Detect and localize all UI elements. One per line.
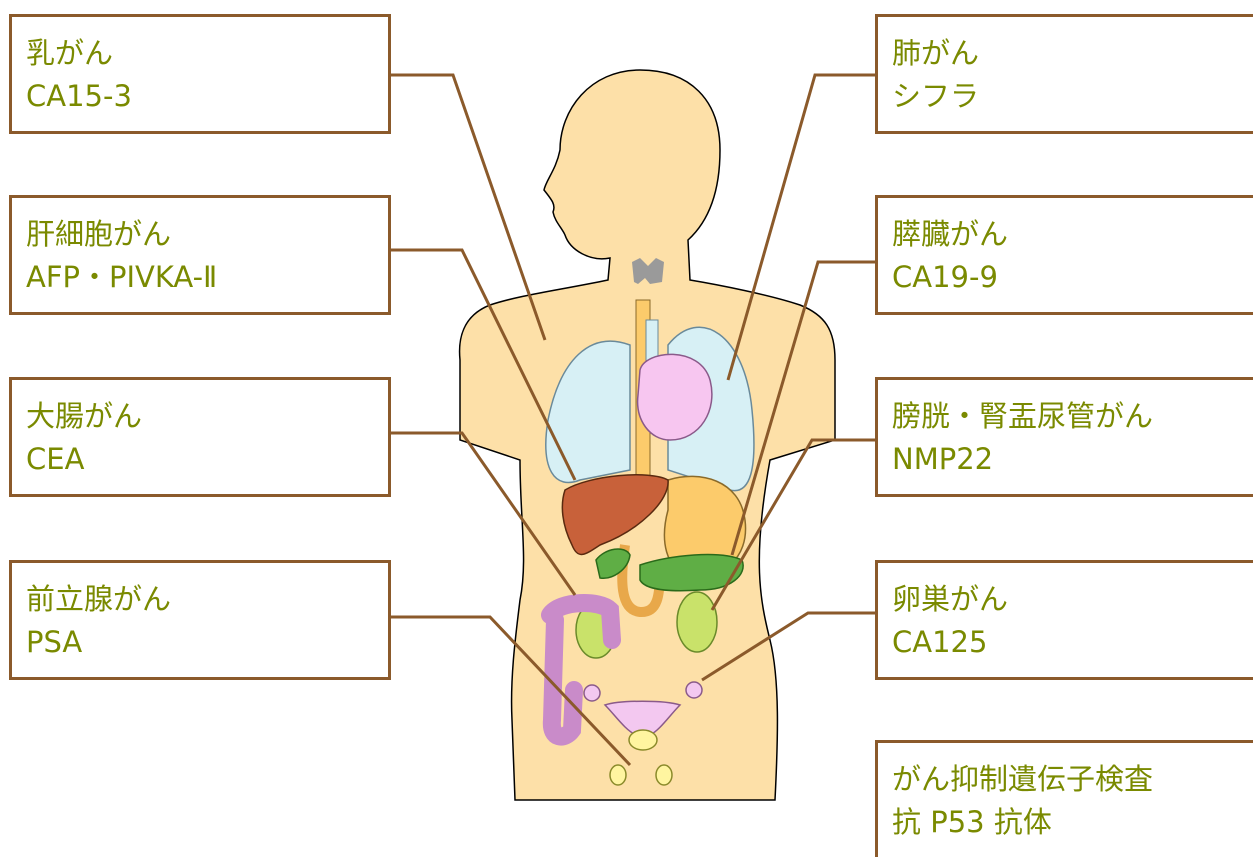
- left-lung: [545, 340, 631, 484]
- label-prostate: 前立腺がん PSA: [9, 560, 391, 680]
- right-testis: [655, 764, 673, 786]
- leader-ovary: [701, 611, 876, 682]
- label-ovary-cancer: 卵巣がん: [892, 582, 1009, 616]
- colon: [541, 594, 621, 746]
- leader-lines: [390, 73, 876, 767]
- label-ovary-marker: CA125: [892, 625, 988, 659]
- label-colon-marker: CEA: [26, 442, 85, 476]
- leader-bladder: [710, 438, 876, 611]
- label-lung-cancer: 肺がん: [892, 36, 980, 70]
- label-bladder-cancer: 膀胱・腎盂尿管がん: [892, 399, 1154, 433]
- label-bladder-marker: NMP22: [892, 442, 994, 476]
- duodenum: [617, 544, 665, 617]
- heart: [636, 353, 713, 441]
- left-testis: [609, 764, 627, 786]
- leader-lung: [726, 73, 876, 381]
- label-liver-cancer: 肝細胞がん: [26, 217, 172, 251]
- label-liver-marker: AFP・PIVKA-Ⅱ: [26, 260, 218, 294]
- bladder: [628, 729, 658, 751]
- label-bladder: 膀胱・腎盂尿管がん NMP22: [875, 377, 1253, 497]
- left-ovary: [583, 684, 601, 702]
- right-ovary: [685, 681, 703, 699]
- leader-breast: [390, 73, 547, 341]
- right-kidney: [676, 591, 718, 653]
- label-liver: 肝細胞がん AFP・PIVKA-Ⅱ: [9, 195, 391, 315]
- pancreas: [639, 553, 744, 592]
- label-breast: 乳がん CA15-3: [9, 14, 391, 134]
- label-suppressor-test: がん抑制遺伝子検査: [892, 762, 1154, 796]
- label-colon: 大腸がん CEA: [9, 377, 391, 497]
- thyroid: [632, 258, 664, 284]
- label-pancreas: 膵臓がん CA19-9: [875, 195, 1253, 315]
- leader-colon: [390, 431, 577, 596]
- label-colon-cancer: 大腸がん: [26, 399, 143, 433]
- leader-liver: [390, 248, 577, 481]
- label-breast-marker: CA15-3: [26, 79, 132, 113]
- liver: [561, 474, 669, 556]
- label-pancreas-cancer: 膵臓がん: [892, 217, 1009, 251]
- label-lung-marker: シフラ: [892, 79, 980, 113]
- label-prostate-marker: PSA: [26, 625, 83, 659]
- leader-pancreas: [730, 260, 876, 556]
- label-lung: 肺がん シフラ: [875, 14, 1253, 134]
- uterus: [603, 700, 682, 746]
- label-breast-cancer: 乳がん: [26, 36, 114, 70]
- label-prostate-cancer: 前立腺がん: [26, 582, 172, 616]
- label-ovary: 卵巣がん CA125: [875, 560, 1253, 680]
- leader-prostate: [390, 615, 632, 767]
- label-pancreas-marker: CA19-9: [892, 260, 998, 294]
- gallbladder: [595, 548, 631, 579]
- label-suppressor-marker: 抗 P53 抗体: [892, 805, 1052, 839]
- label-suppressor: がん抑制遺伝子検査 抗 P53 抗体: [875, 740, 1253, 857]
